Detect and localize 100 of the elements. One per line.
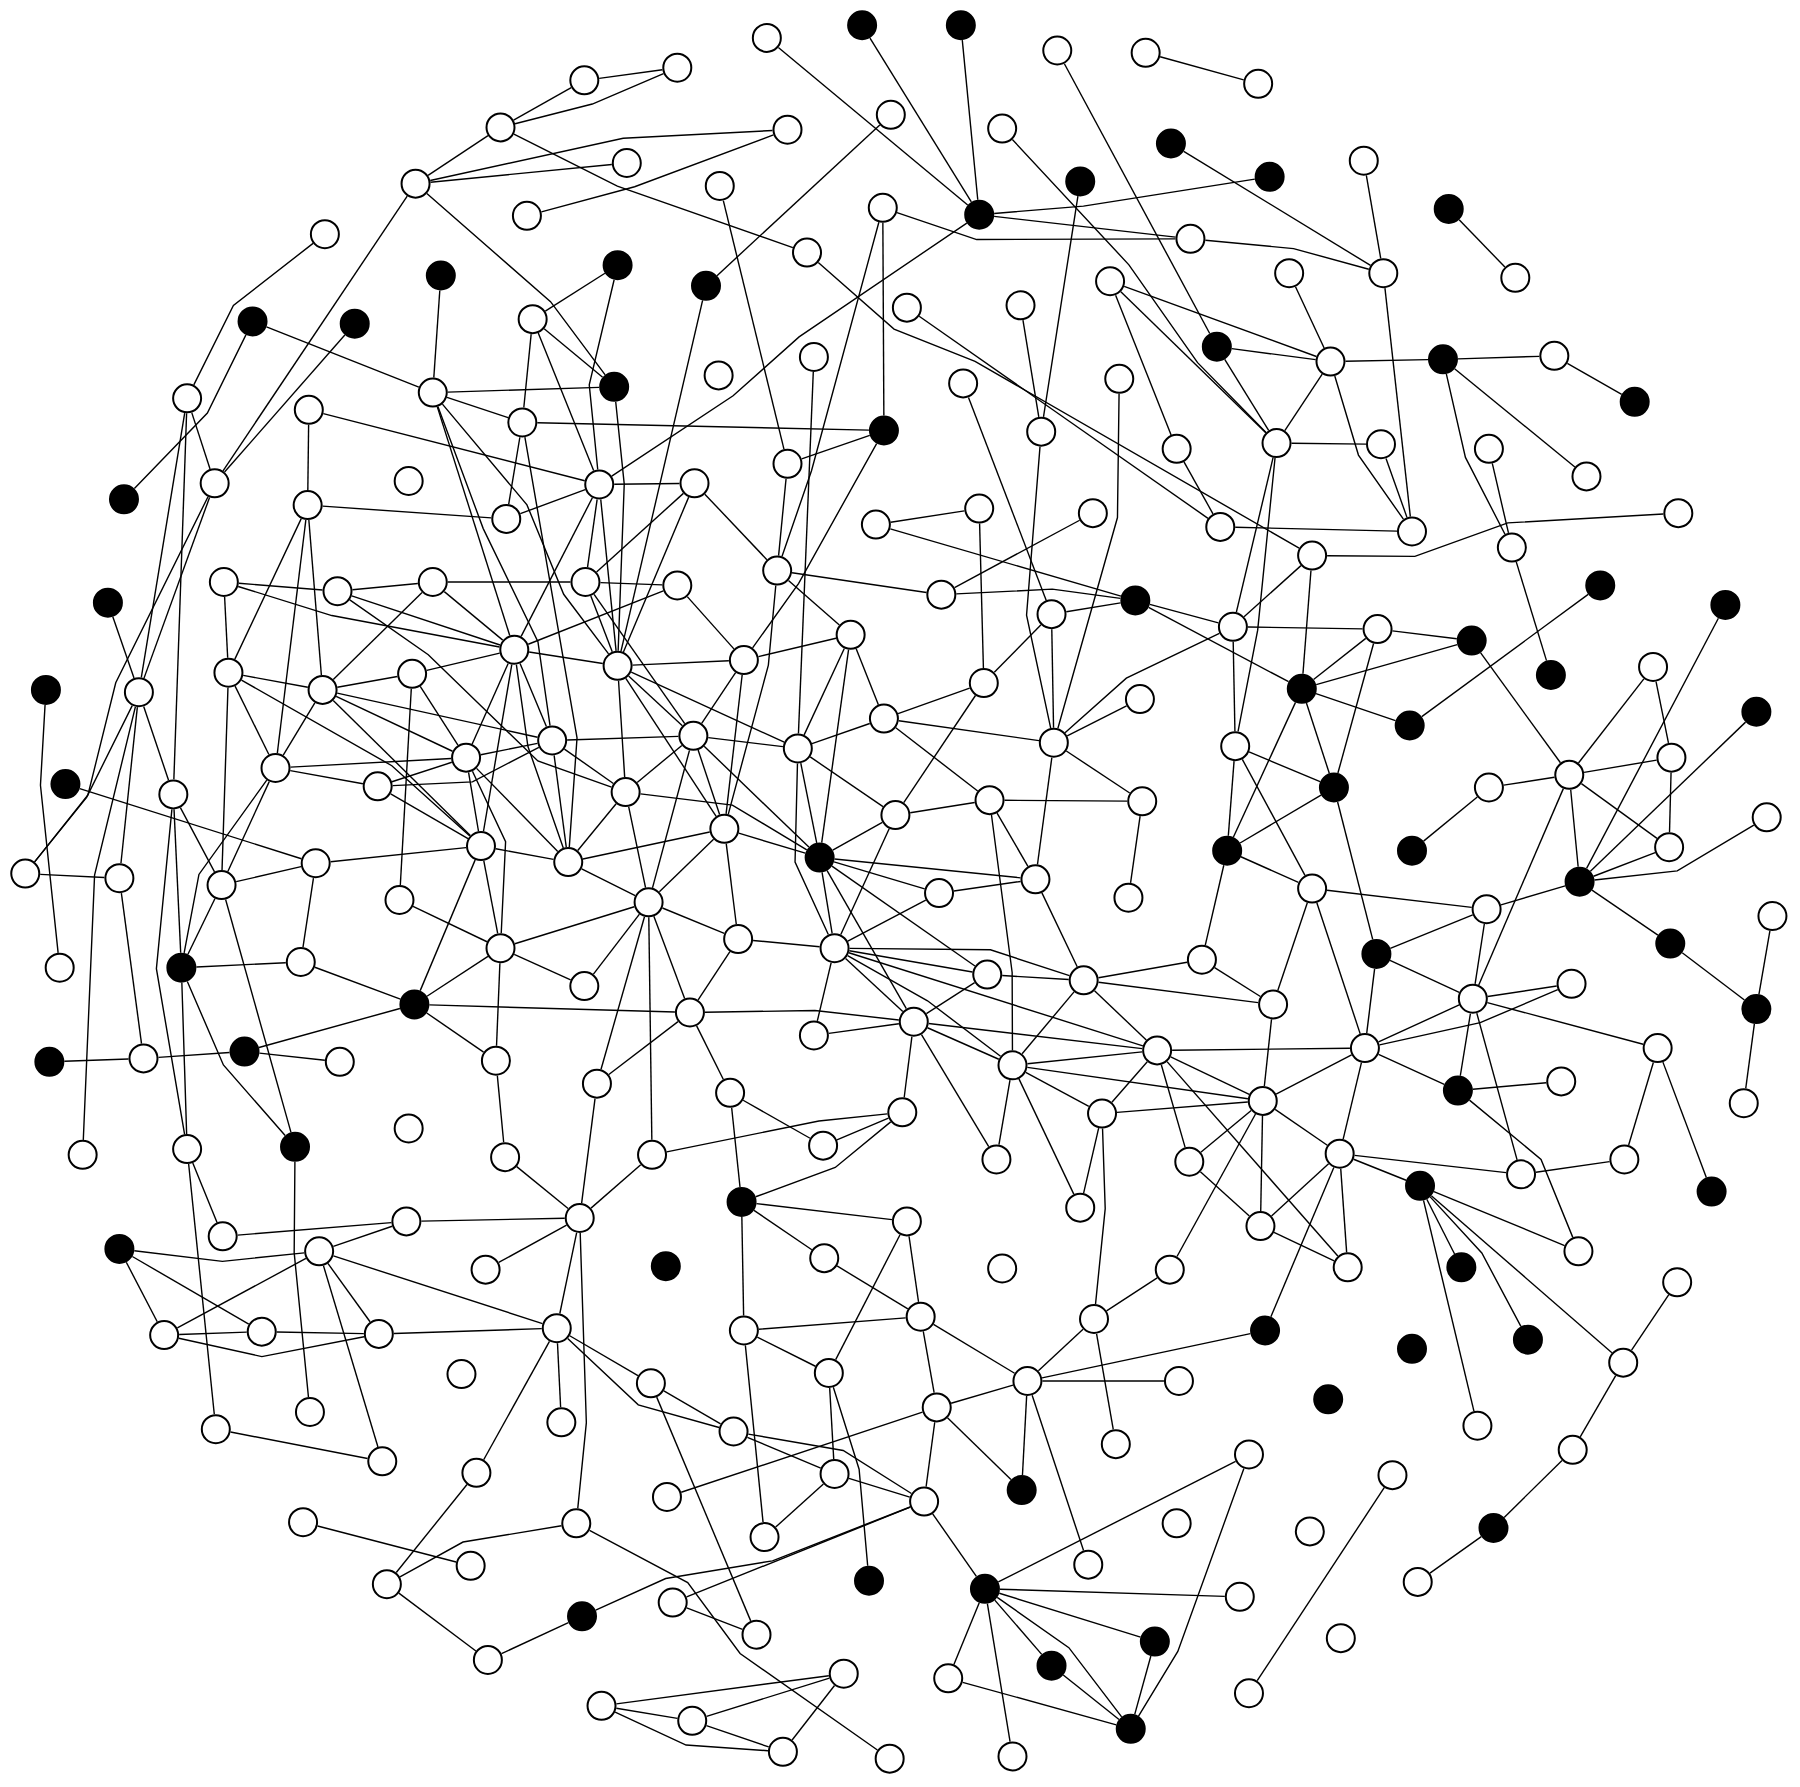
node-circle: [300, 848, 331, 879]
node-circle: [677, 1705, 708, 1736]
node-circle: [657, 1587, 688, 1618]
node-circle: [304, 1236, 335, 1267]
node-circle: [1247, 1085, 1278, 1116]
node-circle: [610, 777, 641, 808]
node-circle: [213, 657, 244, 688]
node-circle: [860, 509, 891, 540]
node-circle: [584, 469, 615, 500]
node-circle: [813, 1357, 844, 1388]
node-circle: [1728, 1088, 1759, 1119]
node-circle: [741, 1619, 772, 1650]
filled-node-dot: [34, 1046, 65, 1077]
node-circle: [1036, 599, 1067, 630]
node-circle: [1324, 1138, 1355, 1169]
filled-node-dot: [1512, 1324, 1543, 1355]
node-circle: [199, 468, 230, 499]
node-circle: [728, 1315, 759, 1346]
node-circle: [678, 720, 709, 751]
node-circle: [490, 1142, 521, 1173]
node-circle: [158, 779, 189, 810]
filled-node-dot: [166, 952, 197, 983]
filled-node-dot: [1619, 386, 1650, 417]
node-circle: [867, 192, 898, 223]
node-circle: [1113, 882, 1144, 913]
filled-node-dot: [399, 989, 430, 1020]
filled-node-dot: [945, 10, 976, 41]
node-circle: [1154, 1254, 1185, 1285]
node-circle: [1234, 1439, 1264, 1470]
node-circle: [808, 1130, 839, 1161]
node-circle: [564, 1203, 595, 1233]
filled-node-dot: [1155, 128, 1186, 159]
node-circle: [384, 885, 415, 915]
node-circle: [1174, 1146, 1205, 1177]
node-circle: [1095, 266, 1126, 297]
node-circle: [1073, 1549, 1104, 1580]
node-circle: [723, 924, 754, 955]
node-circle: [570, 567, 601, 597]
node-circle: [772, 448, 803, 479]
node-circle: [926, 579, 957, 610]
node-circle: [1130, 37, 1161, 68]
node-circle: [1243, 68, 1274, 99]
node-circle: [285, 947, 316, 977]
node-circle: [1506, 1159, 1537, 1190]
node-circle: [1500, 262, 1531, 293]
filled-node-dot: [1446, 1252, 1477, 1283]
node-circle: [1348, 145, 1379, 176]
node-circle: [1349, 1033, 1380, 1064]
node-circle: [1654, 832, 1685, 863]
filled-node-dot: [237, 306, 268, 337]
filled-node-dot: [1006, 1475, 1037, 1506]
node-circle: [1217, 611, 1248, 642]
node-circle: [541, 1313, 572, 1344]
filled-node-dot: [50, 769, 81, 800]
node-circle: [485, 933, 516, 964]
filled-node-dot: [1741, 994, 1772, 1025]
node-circle: [67, 1139, 98, 1170]
node-circle: [662, 52, 693, 83]
filled-node-dot: [1405, 1170, 1436, 1201]
node-circle: [835, 619, 866, 650]
node-circle: [1087, 1098, 1118, 1129]
node-circle: [964, 493, 995, 524]
node-circle: [1662, 1267, 1693, 1298]
node-circle: [455, 1550, 486, 1581]
node-circle: [1161, 1508, 1192, 1539]
node-circle: [569, 65, 600, 96]
filled-node-dot: [1433, 193, 1464, 224]
node-circle: [898, 1006, 929, 1037]
filled-node-dot: [104, 1234, 135, 1264]
node-circle: [260, 753, 291, 783]
node-circle: [767, 1736, 798, 1767]
node-circle: [391, 1206, 422, 1237]
node-circle: [1297, 540, 1328, 571]
node-circle: [1362, 614, 1393, 645]
node-circle: [1325, 1623, 1356, 1654]
node-circle: [798, 1020, 829, 1051]
node-circle: [1104, 363, 1135, 394]
filled-node-dot: [425, 260, 456, 291]
filled-node-dot: [1065, 166, 1096, 197]
node-circle: [511, 200, 542, 231]
node-circle: [1161, 433, 1192, 464]
filled-node-dot: [1397, 835, 1427, 866]
node-circle: [1224, 1581, 1255, 1612]
node-circle: [704, 170, 735, 201]
node-circle: [546, 1407, 577, 1438]
node-circle: [874, 1743, 905, 1774]
node-circle: [933, 1663, 964, 1694]
filled-node-dot: [1250, 1315, 1281, 1346]
node-circle: [751, 22, 782, 53]
node-circle: [924, 878, 955, 909]
node-circle: [507, 407, 538, 438]
node-circle: [703, 360, 734, 391]
node-circle: [819, 933, 850, 964]
node-circle: [798, 342, 829, 372]
node-circle: [581, 1068, 612, 1099]
node-circle: [651, 1481, 682, 1512]
node-circle: [1026, 416, 1057, 447]
node-circle: [921, 1392, 952, 1423]
node-circle: [466, 831, 496, 862]
node-circle: [1402, 1566, 1433, 1597]
